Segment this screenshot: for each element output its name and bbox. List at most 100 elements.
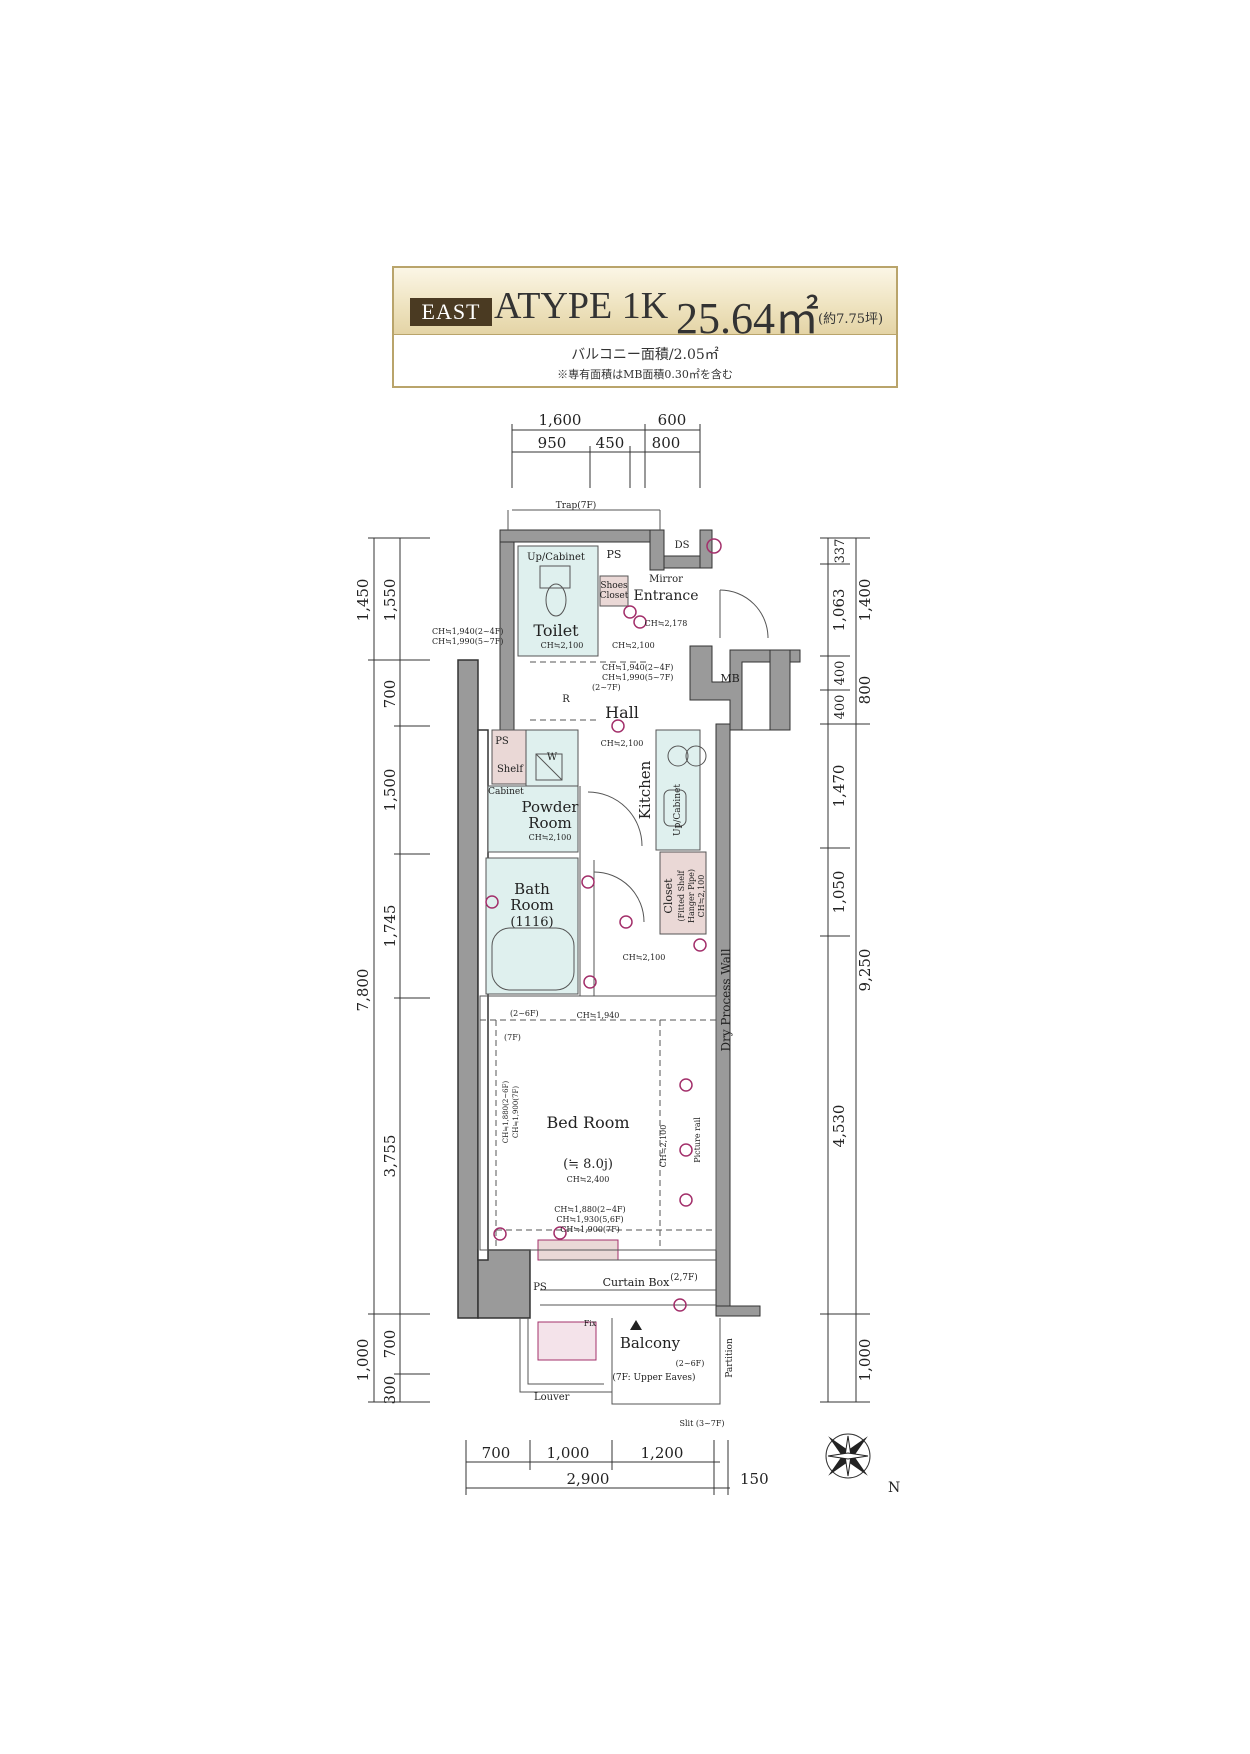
- interior-lines: [479, 509, 769, 1405]
- unit-area: 25.64㎡: [676, 294, 819, 343]
- dim-bottom-1: 700: [482, 1444, 511, 1462]
- bed-bottom-ch-2: CH≒1,930(5,6F): [556, 1215, 623, 1224]
- outlet-icon: [583, 975, 597, 989]
- closet-label-2: (Fitted Shelf: [677, 869, 686, 921]
- balcony-area: バルコニー面積/2.05㎡: [571, 347, 719, 363]
- compass-icon: N: [825, 1433, 900, 1496]
- toilet-door-ch: CH≒2,100: [612, 641, 655, 650]
- unit-tsubo: (約7.75坪): [818, 312, 884, 327]
- bed-top-ch: CH≒1,940: [577, 1011, 620, 1020]
- hall-ch-note-2: CH≒1,990(5~7F): [602, 673, 673, 682]
- header-band: EAST ATYPE 1K 25.64㎡ (約7.75坪): [394, 268, 896, 343]
- curtain-note: (2,7F): [670, 1272, 698, 1283]
- outlet-icon: [679, 1078, 693, 1092]
- compass-north-label: N: [888, 1480, 900, 1496]
- partition-label: Partition: [725, 1338, 735, 1378]
- outlet-icon: [493, 1227, 507, 1241]
- bath-label-2: Room: [510, 896, 554, 914]
- dim-left-outer-2: 7,800: [354, 969, 372, 1012]
- trap-label: Trap(7F): [556, 500, 596, 511]
- dimension-lines: [368, 424, 870, 1495]
- bed-mid-ch: CH≒2,100: [659, 1125, 668, 1168]
- dim-top-3: 950: [538, 434, 567, 452]
- outlet-icon: [485, 895, 499, 909]
- mb-label: MB: [720, 672, 739, 685]
- outlet-icon: [706, 538, 722, 554]
- outlet-icon: [623, 605, 637, 619]
- dim-top-1: 1,600: [539, 411, 582, 429]
- dimension-labels: 1,600 600 950 450 800 700 1,000 1,200 2,…: [354, 411, 874, 1488]
- dim-top-2: 600: [658, 411, 687, 429]
- area-note: ※専有面積はMB面積0.30㎡を含む: [557, 368, 733, 381]
- closet-label-3: Hanger Pipe): [687, 869, 696, 923]
- shoes-closet-label-1: Shoes: [600, 581, 628, 591]
- outlet-icon: [633, 615, 647, 629]
- balcony-note-2: (7F: Upper Eaves): [612, 1372, 695, 1383]
- unit-header: EAST ATYPE 1K 25.64㎡ (約7.75坪) バルコニー面積/2.…: [392, 266, 898, 388]
- balcony-label: Balcony: [620, 1334, 681, 1352]
- outlet-icon: [693, 938, 707, 952]
- ds-label: DS: [675, 540, 690, 551]
- dim-left-inner-4: 1,745: [381, 905, 399, 948]
- dim-left-inner-2: 700: [381, 680, 399, 709]
- r-mark: R: [562, 694, 570, 705]
- slit-label: Slit (3~7F): [679, 1419, 724, 1428]
- entrance-label: Entrance: [633, 588, 698, 604]
- hall-ch-note-1: CH≒1,940(2~4F): [602, 663, 673, 672]
- dim-right-outer-1: 1,400: [856, 579, 874, 622]
- corridor-ch: CH≒2,100: [623, 953, 666, 962]
- closet-label-1: Closet: [662, 878, 675, 914]
- dim-right-outer-2: 800: [856, 676, 874, 705]
- powder-label-1: Powder: [521, 798, 579, 816]
- outlet-icon: [679, 1193, 693, 1207]
- bath-label-1: Bath: [514, 880, 550, 898]
- bedroom-ch: CH≒2,400: [567, 1175, 610, 1184]
- bed-bottom-ch-1: CH≒1,880(2~4F): [554, 1205, 625, 1214]
- fix-label: Fix: [584, 1319, 597, 1328]
- bed-bottom-ch-3: CH≒1,900(7F): [560, 1225, 620, 1234]
- cabinet-label: Cabinet: [488, 787, 524, 797]
- outlet-icon: [553, 1226, 567, 1240]
- hall-label: Hall: [605, 703, 639, 722]
- dim-right-inner-5: 1,470: [830, 765, 848, 808]
- dim-top-5: 800: [652, 434, 681, 452]
- dim-left-inner-7: 300: [381, 1376, 399, 1405]
- dim-right-inner-4: 400: [833, 695, 848, 720]
- dim-bottom-4: 2,900: [567, 1470, 610, 1488]
- outlet-icon: [619, 915, 633, 929]
- louver-label: Louver: [534, 1392, 570, 1403]
- powder-ch: CH≒2,100: [529, 833, 572, 842]
- toilet-ch: CH≒2,100: [541, 641, 584, 650]
- unit-type: ATYPE 1K: [494, 285, 669, 327]
- dim-left-inner-6: 700: [381, 1330, 399, 1359]
- bedroom-size: (≒ 8.0j): [563, 1157, 613, 1172]
- bedroom-label: Bed Room: [546, 1113, 629, 1132]
- dim-right-inner-2: 1,063: [830, 589, 848, 632]
- dim-left-inner-3: 1,500: [381, 769, 399, 812]
- dim-left-inner-5: 3,755: [381, 1135, 399, 1178]
- picture-rail-label: Picture rail: [693, 1117, 702, 1163]
- dim-left-outer-1: 1,450: [354, 579, 372, 622]
- dim-bottom-2: 1,000: [547, 1444, 590, 1462]
- hall-ch: CH≒2,100: [601, 739, 644, 748]
- bed-left-ch-2: CH≒1,900(7F): [512, 1086, 520, 1138]
- outlet-icon: [611, 719, 625, 733]
- kitchen-up-cabinet-label: Up/Cabinet: [673, 784, 683, 836]
- outlet-symbols: [485, 538, 722, 1312]
- outlet-icon: [673, 1298, 687, 1312]
- entrance-ch: CH≒2,178: [645, 619, 688, 628]
- shelf-label: Shelf: [497, 764, 524, 775]
- dry-process-wall-label: Dry Process Wall: [719, 948, 733, 1051]
- room-labels: Up/Cabinet Toilet CH≒2,100 PS DS Shoes C…: [432, 500, 740, 1428]
- hall-ch-note-3: (2~7F): [592, 683, 621, 692]
- toilet-ch-note-2: CH≒1,990(5~7F): [432, 637, 503, 646]
- balcony-note-1: (2~6F): [676, 1359, 705, 1368]
- ps-bottom-label: PS: [533, 1282, 547, 1293]
- kitchen-label: Kitchen: [636, 760, 654, 819]
- toilet-ch-note-1: CH≒1,940(2~4F): [432, 627, 503, 636]
- toilet-up-cabinet-label: Up/Cabinet: [527, 552, 585, 563]
- bed-left-ch-1: CH≒1,880(2~6F): [502, 1081, 510, 1144]
- dim-right-inner-3: 400: [833, 661, 848, 686]
- dim-right-inner-6: 1,050: [830, 871, 848, 914]
